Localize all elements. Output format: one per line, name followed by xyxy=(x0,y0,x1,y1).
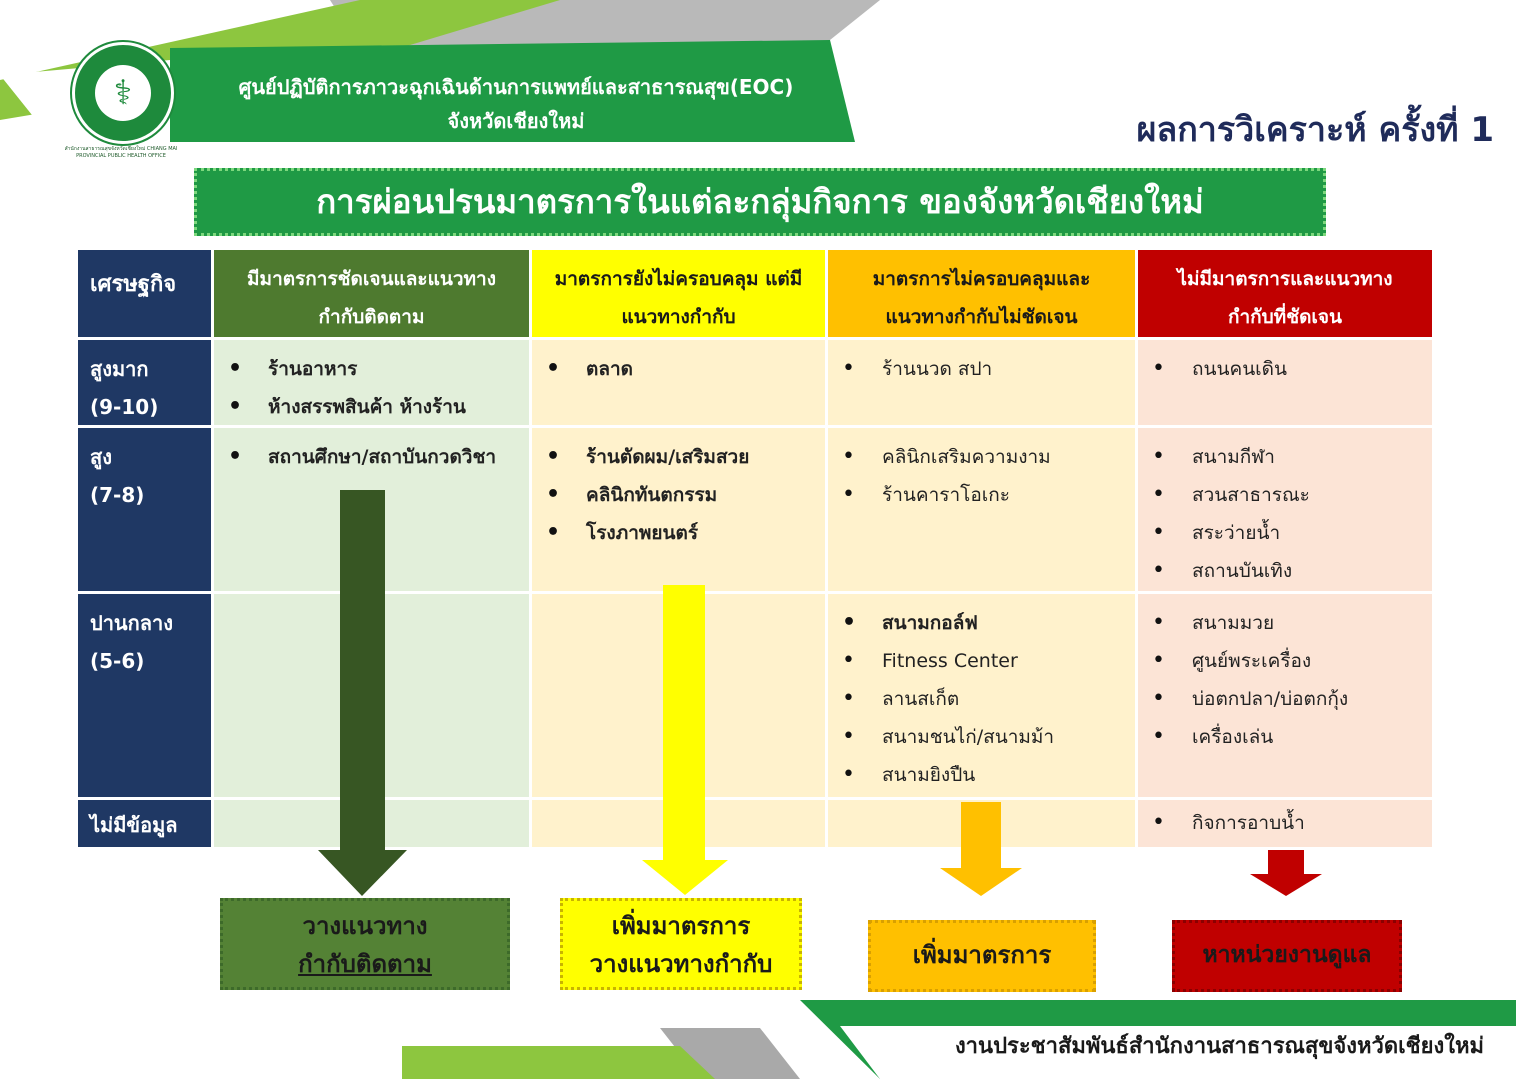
cell-col-3: คลินิกเสริมความงาม ร้านคาราโอเกะ xyxy=(828,428,1138,594)
list-item: สระว่ายน้ำ xyxy=(1152,514,1432,552)
item-list: สนามกอล์ฟ Fitness Center ลานสเก็ต สนามชน… xyxy=(828,594,1135,794)
level-cell: สูง (7-8) xyxy=(78,428,214,594)
header-col-3-line1: มาตรการไม่ครอบคลุมและ xyxy=(872,268,1091,290)
item-list: กิจการอาบน้ำ xyxy=(1138,800,1432,842)
header-col-2-line1: มาตรการยังไม่ครอบคลุม แต่มี xyxy=(554,268,803,290)
header-col-2-line2: แนวทางกำกับ xyxy=(621,306,736,328)
level-label: สูง xyxy=(90,445,112,469)
header-col-3: มาตรการไม่ครอบคลุมและ แนวทางกำกับไม่ชัดเ… xyxy=(828,250,1138,340)
action-box-line: กำกับติดตาม xyxy=(298,950,432,978)
list-item: ตลาด xyxy=(546,350,825,388)
list-item: ร้านตัดผม/เสริมสวย xyxy=(546,438,825,476)
item-list: ร้านอาหาร ห้างสรรพสินค้า ห้างร้าน xyxy=(214,340,529,426)
table-row: สูง (7-8) สถานศึกษา/สถาบันกวดวิชา ร้านตั… xyxy=(78,428,1432,594)
list-item: ร้านอาหาร xyxy=(228,350,529,388)
list-item: คลินิกทันตกรรม xyxy=(546,476,825,514)
eoc-title: ศูนย์ปฏิบัติการภาวะฉุกเฉินด้านการแพทย์แล… xyxy=(186,70,846,138)
list-item: สนามยิงปืน xyxy=(842,756,1135,794)
action-box-line: วางแนวทาง xyxy=(302,912,428,940)
action-box-line: เพิ่มมาตรการ xyxy=(611,912,751,940)
cell-col-3: ร้านนวด สปา xyxy=(828,340,1138,428)
list-item: สนามกีฬา xyxy=(1152,438,1432,476)
item-list: สนามกีฬา สวนสาธารณะ สระว่ายน้ำ สถานบันเท… xyxy=(1138,428,1432,590)
header-col-4: ไม่มีมาตรการและแนวทาง กำกับที่ชัดเจน xyxy=(1138,250,1432,340)
header-col-4-line1: ไม่มีมาตรการและแนวทาง xyxy=(1177,268,1393,290)
item-list: ถนนคนเดิน xyxy=(1138,340,1432,388)
list-item: สถานศึกษา/สถาบันกวดวิชา xyxy=(228,438,529,476)
cell-col-4: กิจการอาบน้ำ xyxy=(1138,800,1432,850)
action-box-line: วางแนวทางกำกับ xyxy=(589,950,773,978)
table-row: ไม่มีข้อมูล กิจการอาบน้ำ xyxy=(78,800,1432,850)
item-list: คลินิกเสริมความงาม ร้านคาราโอเกะ xyxy=(828,428,1135,514)
list-item: สนามกอล์ฟ xyxy=(842,604,1135,642)
list-item: โรงภาพยนตร์ xyxy=(546,514,825,552)
list-item: สถานบันเทิง xyxy=(1152,552,1432,590)
list-item: ร้านนวด สปา xyxy=(842,350,1135,388)
list-item: กิจการอาบน้ำ xyxy=(1152,804,1432,842)
list-item: Fitness Center xyxy=(842,642,1135,680)
arrow-down-icon xyxy=(318,490,407,896)
list-item: ร้านคาราโอเกะ xyxy=(842,476,1135,514)
header-col-1-line2: กำกับติดตาม xyxy=(318,306,425,328)
item-list: สนามมวย ศูนย์พระเครื่อง บ่อตกปลา/บ่อตกกุ… xyxy=(1138,594,1432,756)
action-box-find-agency: หาหน่วยงานดูแล xyxy=(1172,920,1402,992)
list-item: บ่อตกปลา/บ่อตกกุ้ง xyxy=(1152,680,1432,718)
list-item: ห้างสรรพสินค้า ห้างร้าน xyxy=(228,388,529,426)
header-corner: เศรษฐกิจ xyxy=(78,250,214,340)
item-list: ร้านนวด สปา xyxy=(828,340,1135,388)
eoc-title-line1: ศูนย์ปฏิบัติการภาวะฉุกเฉินด้านการแพทย์แล… xyxy=(238,75,794,99)
level-cell: ปานกลาง (5-6) xyxy=(78,594,214,800)
level-label: ปานกลาง xyxy=(90,611,173,635)
footer-text: งานประชาสัมพันธ์สำนักงานสาธารณสุขจังหวัด… xyxy=(954,1034,1484,1059)
table-header-row: เศรษฐกิจ มีมาตรการชัดเจนและแนวทาง กำกับต… xyxy=(78,250,1432,340)
level-label: ไม่มีข้อมูล xyxy=(90,813,178,837)
cell-col-3: สนามกอล์ฟ Fitness Center ลานสเก็ต สนามชน… xyxy=(828,594,1138,800)
arrow-down-icon xyxy=(940,802,1022,896)
level-label: สูงมาก xyxy=(90,357,149,381)
logo-caption: สำนักงานสาธารณสุขจังหวัดเชียงใหม่ CHIANG… xyxy=(64,146,178,159)
item-list: สถานศึกษา/สถาบันกวดวิชา xyxy=(214,428,529,476)
eoc-title-line2: จังหวัดเชียงใหม่ xyxy=(447,109,585,133)
header-col-1-line1: มีมาตรการชัดเจนและแนวทาง xyxy=(247,268,496,290)
list-item: ศูนย์พระเครื่อง xyxy=(1152,642,1432,680)
action-box-add-measures: เพิ่มมาตรการ xyxy=(868,920,1096,992)
main-banner: การผ่อนปรนมาตรการในแต่ละกลุ่มกิจการ ของจ… xyxy=(194,168,1326,236)
header-col-4-line2: กำกับที่ชัดเจน xyxy=(1227,306,1343,328)
item-list: ตลาด xyxy=(532,340,825,388)
list-item: ถนนคนเดิน xyxy=(1152,350,1432,388)
level-range: (7-8) xyxy=(90,483,145,507)
list-item: ลานสเก็ต xyxy=(842,680,1135,718)
level-range: (9-10) xyxy=(90,395,159,419)
arrow-down-icon xyxy=(642,585,728,895)
cell-col-4: สนามกีฬา สวนสาธารณะ สระว่ายน้ำ สถานบันเท… xyxy=(1138,428,1432,594)
list-item: สนามมวย xyxy=(1152,604,1432,642)
list-item: สวนสาธารณะ xyxy=(1152,476,1432,514)
header-col-1: มีมาตรการชัดเจนและแนวทาง กำกับติดตาม xyxy=(214,250,532,340)
caduceus-icon: ⚕ xyxy=(95,65,151,121)
level-cell: ไม่มีข้อมูล xyxy=(78,800,214,850)
cell-col-1: ร้านอาหาร ห้างสรรพสินค้า ห้างร้าน xyxy=(214,340,532,428)
page-title: ผลการวิเคราะห์ ครั้งที่ 1 xyxy=(1136,110,1494,150)
list-item: สนามชนไก่/สนามม้า xyxy=(842,718,1135,756)
action-box-add-guideline: เพิ่มมาตรการ วางแนวทางกำกับ xyxy=(560,898,802,990)
table-row: ปานกลาง (5-6) สนามกอล์ฟ Fitness Center ล… xyxy=(78,594,1432,800)
cell-col-4: ถนนคนเดิน xyxy=(1138,340,1432,428)
header-col-2: มาตรการยังไม่ครอบคลุม แต่มี แนวทางกำกับ xyxy=(532,250,828,340)
header-col-3-line2: แนวทางกำกับไม่ชัดเจน xyxy=(885,306,1078,328)
list-item: เครื่องเล่น xyxy=(1152,718,1432,756)
level-range: (5-6) xyxy=(90,649,145,673)
cell-col-4: สนามมวย ศูนย์พระเครื่อง บ่อตกปลา/บ่อตกกุ… xyxy=(1138,594,1432,800)
cell-col-2: ตลาด xyxy=(532,340,828,428)
list-item: คลินิกเสริมความงาม xyxy=(842,438,1135,476)
table-row: สูงมาก (9-10) ร้านอาหาร ห้างสรรพสินค้า ห… xyxy=(78,340,1432,428)
cell-col-2: ร้านตัดผม/เสริมสวย คลินิกทันตกรรม โรงภาพ… xyxy=(532,428,828,594)
arrow-down-icon xyxy=(1250,850,1322,896)
level-cell: สูงมาก (9-10) xyxy=(78,340,214,428)
item-list: ร้านตัดผม/เสริมสวย คลินิกทันตกรรม โรงภาพ… xyxy=(532,428,825,552)
action-box-monitor: วางแนวทาง กำกับติดตาม xyxy=(220,898,510,990)
ministry-logo: ⚕ xyxy=(72,42,174,144)
